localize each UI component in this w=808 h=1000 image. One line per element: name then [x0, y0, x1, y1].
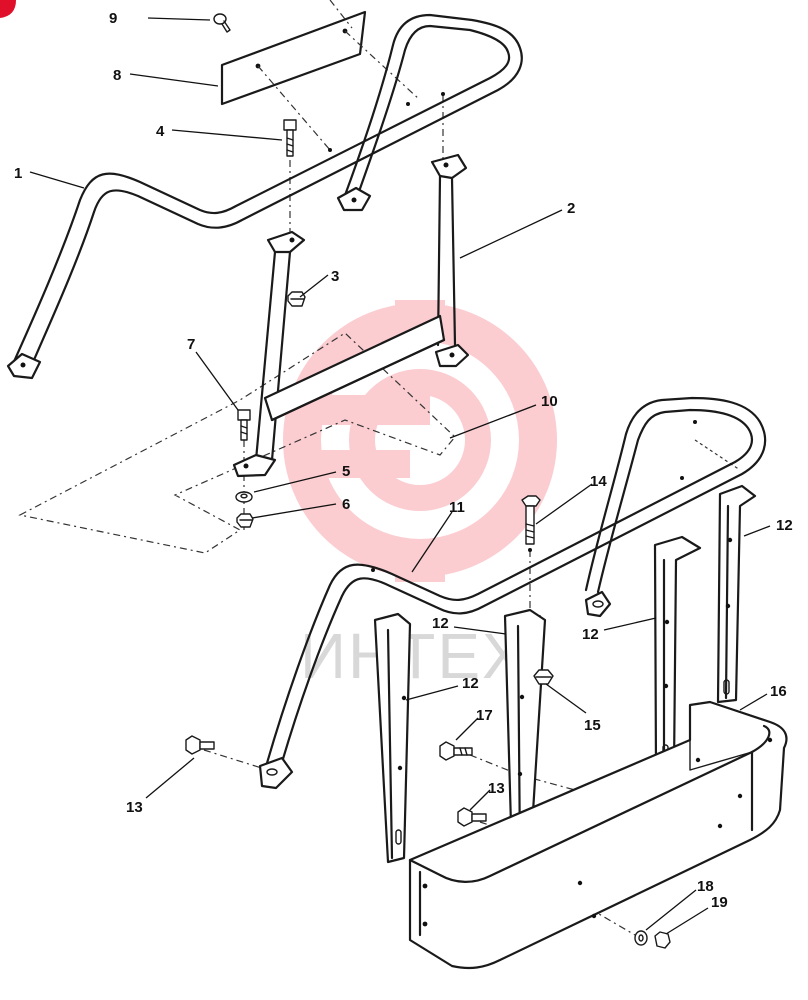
washer-part-18 — [634, 930, 648, 946]
support-bracket-part-2 — [232, 153, 470, 478]
callout-1: 1 — [14, 165, 22, 182]
watermark-emblem-icon — [283, 300, 557, 582]
callout-12-right: 12 — [776, 517, 793, 534]
bolt-part-13-a — [185, 735, 215, 755]
bolt-part-17 — [439, 741, 473, 761]
callout-18: 18 — [697, 878, 714, 895]
callout-13-left: 13 — [126, 799, 143, 816]
callout-13-center: 13 — [488, 780, 505, 797]
callout-14: 14 — [590, 473, 607, 490]
callout-17: 17 — [476, 707, 493, 724]
nut-part-6 — [236, 513, 254, 528]
tube-frame-part-11 — [258, 396, 767, 790]
plate-part-8 — [220, 10, 367, 106]
screw-part-9 — [213, 13, 231, 33]
callout-16: 16 — [770, 683, 787, 700]
nut-part-3 — [287, 291, 306, 307]
callout-3: 3 — [331, 268, 339, 285]
callout-15: 15 — [584, 717, 601, 734]
callout-6: 6 — [342, 496, 350, 513]
callout-9: 9 — [109, 10, 117, 27]
callout-labels: 9 8 4 1 2 3 7 10 5 6 11 14 12 12 12 12 1… — [14, 10, 793, 911]
callout-10: 10 — [541, 393, 558, 410]
callout-12-left: 12 — [462, 675, 479, 692]
bolt-part-4 — [283, 119, 297, 157]
callout-12-mid-right: 12 — [582, 626, 599, 643]
corner-badge — [0, 0, 16, 18]
watermark-text: ИНТЕХ — [300, 620, 527, 692]
callout-2: 2 — [567, 200, 575, 217]
strap-part-12-a — [373, 612, 412, 864]
floor-panel-outline — [18, 332, 456, 554]
callout-19: 19 — [711, 894, 728, 911]
callout-8: 8 — [113, 67, 121, 84]
nut-part-15 — [533, 669, 554, 685]
tray-part-16 — [408, 700, 788, 970]
tube-frame-part-1 — [6, 13, 523, 380]
washer-part-5 — [235, 491, 253, 503]
bolt-part-13-b — [457, 807, 487, 827]
callout-4: 4 — [156, 123, 165, 140]
nut-part-19 — [654, 931, 671, 949]
bolt-part-14 — [521, 495, 541, 545]
strap-part-12-d — [716, 484, 757, 704]
callout-11: 11 — [449, 499, 465, 516]
callout-5: 5 — [342, 463, 350, 480]
callout-7: 7 — [187, 336, 195, 353]
callout-12-center: 12 — [432, 615, 449, 632]
leader-lines — [29, 17, 771, 935]
bolt-part-7 — [237, 409, 251, 441]
